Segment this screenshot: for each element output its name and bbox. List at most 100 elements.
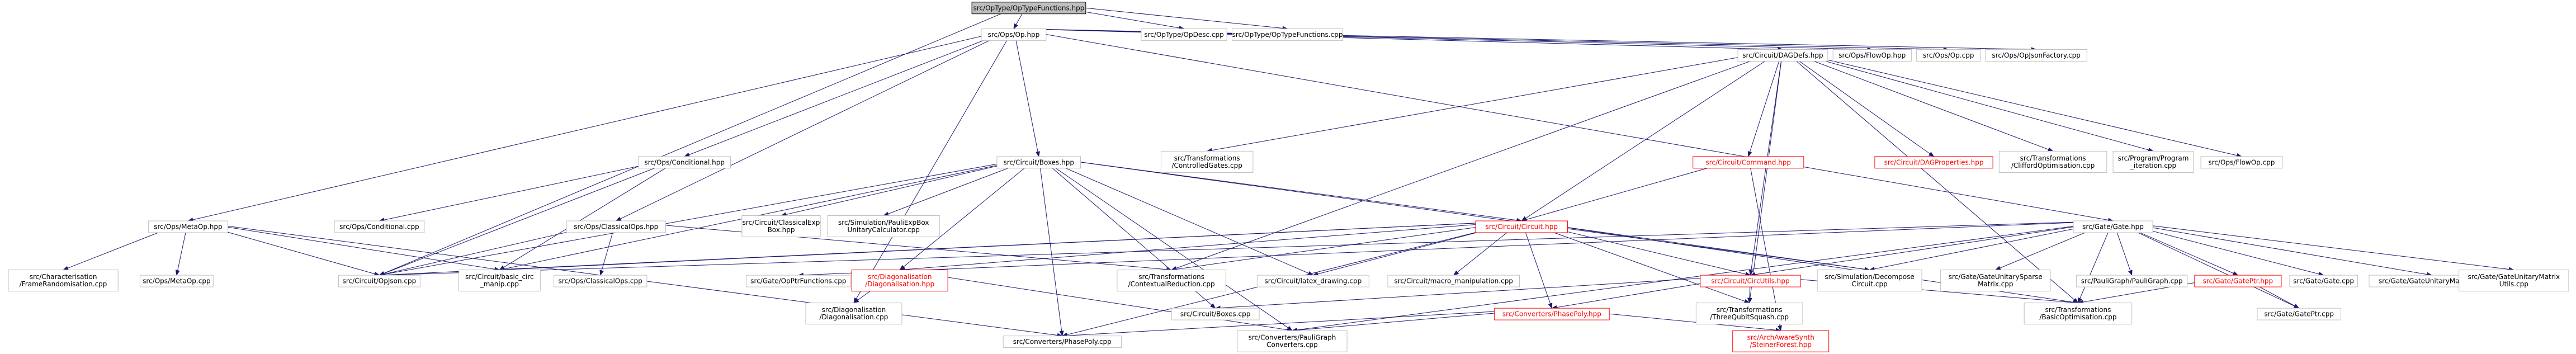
node-box: [1700, 275, 1801, 287]
graph-node-three-qubit[interactable]: src/Transformations/ThreeQubitSquash.cpp: [1695, 303, 1803, 325]
node-box: [2200, 156, 2283, 169]
edge-gate-to-opptrfunctions: [797, 220, 2114, 277]
graph-node-steiner[interactable]: src/ArchAwareSynth/SteinerForest.hpp: [1732, 330, 1830, 352]
node-box: [1916, 49, 1981, 62]
node-label: src/Ops/ClassicalOps.cpp: [559, 277, 642, 285]
node-label: src/Converters/PhasePoly.hpp: [1502, 310, 1601, 318]
node-box: [1475, 220, 1568, 233]
edge-classicalops-to-ctx_reduction: [616, 220, 1173, 272]
graph-node-metaop-cpp[interactable]: src/Ops/MetaOp.cpp: [139, 275, 214, 287]
edge-gate-to-gate_unitary_utils: [2112, 220, 2514, 272]
edge-circuit-to-sim_decompose: [1521, 220, 1870, 272]
edge-ops_op-to-diag_cpp: [853, 29, 1014, 304]
graph-node-gateptr-hpp[interactable]: src/Gate/GatePtr.hpp: [2194, 275, 2282, 287]
graph-node-metaop[interactable]: src/Ops/MetaOp.hpp: [148, 220, 228, 233]
graph-node-cliffordopt[interactable]: src/Transformations/CliffordOptimisation…: [1998, 150, 2107, 173]
graph-node-opjsonfactory[interactable]: src/Ops/OpJsonFactory.cpp: [1985, 49, 2087, 62]
edge-circuit-to-phasepoly_hpp: [1521, 220, 1553, 309]
graph-node-gateptr-cpp[interactable]: src/Gate/GatePtr.cpp: [2257, 308, 2341, 320]
graph-node-op-cpp[interactable]: src/Ops/Op.cpp: [1916, 49, 1981, 62]
graph-node-diag-hpp[interactable]: src/Diagonalisation/Diagonalisation.hpp: [851, 270, 948, 292]
graph-node-transf-ctrl[interactable]: src/Transformations/ControlledGates.cpp: [1160, 150, 1254, 173]
node-label: src/Circuit/basic_circ: [465, 273, 534, 281]
graph-node-program-iter[interactable]: src/Program/Program_iteration.cpp: [2112, 150, 2194, 173]
graph-node-macro-manip[interactable]: src/Circuit/macro_manipulation.cpp: [1387, 275, 1520, 287]
node-box: [139, 275, 214, 287]
node-box: [638, 156, 731, 169]
node-label: src/Ops/Op.cpp: [1923, 51, 1974, 59]
graph-node-pauligraph[interactable]: src/PauliGraph/PauliGraph.cpp: [2076, 275, 2188, 287]
graph-node-gate-cpp[interactable]: src/Gate/Gate.cpp: [2289, 275, 2358, 287]
node-box: [2459, 270, 2569, 292]
graph-node-gate[interactable]: src/Gate/Gate.hpp: [2073, 220, 2153, 233]
graph-node-optypedesc[interactable]: src/OpType/OpDesc.cpp: [1141, 28, 1227, 41]
node-label: src/Diagonalisation: [868, 273, 932, 281]
edge-dagdefs-to-circuit: [1521, 49, 1783, 221]
edge-dagdefs-to-flowop_cpp: [1783, 49, 2242, 158]
node-box: [1256, 275, 1369, 287]
edge-command-to-steiner: [1748, 156, 1783, 332]
graph-node-boxes-cpp[interactable]: src/Circuit/Boxes.cpp: [1171, 308, 1260, 320]
graph-node-char-frame[interactable]: src/Characterisation/FrameRandomisation.…: [8, 270, 119, 292]
graph-node-conditional-cpp[interactable]: src/Ops/Conditional.cpp: [334, 220, 425, 233]
edge-conditional-to-conditional_cpp: [379, 156, 685, 223]
node-label: src/Circuit/latex_drawing.cpp: [1264, 277, 1362, 285]
graph-node-basic-opt[interactable]: src/Transformations/BasicOptimisation.cp…: [2024, 303, 2133, 325]
edge-boxes-to-sim_decompose: [1038, 156, 1870, 272]
graph-node-dagdefs[interactable]: src/Circuit/DAGDefs.hpp: [1737, 49, 1828, 62]
node-box: [1141, 28, 1227, 41]
graph-node-root[interactable]: src/OpType/OpTypeFunctions.hpp: [971, 2, 1086, 15]
graph-node-flowop-cpp[interactable]: src/Ops/FlowOp.cpp: [2200, 156, 2283, 169]
graph-node-boxes[interactable]: src/Circuit/Boxes.hpp: [996, 156, 1081, 169]
graph-node-optypefunc-cpp[interactable]: src/OpType/OpTypeFunctions.cpp: [1232, 28, 1344, 41]
graph-node-latex-drawing[interactable]: src/Circuit/latex_drawing.cpp: [1256, 275, 1369, 287]
node-box: [1232, 28, 1344, 41]
graph-node-diag-cpp[interactable]: src/Diagonalisation/Diagonalisation.cpp: [805, 303, 902, 325]
edge-dagdefs-to-basic_opt: [1783, 49, 2079, 304]
graph-node-circuit[interactable]: src/Circuit/Circuit.hpp: [1475, 220, 1568, 233]
graph-node-command[interactable]: src/Circuit/Command.hpp: [1693, 156, 1804, 169]
node-label: src/Gate/Gate.hpp: [2082, 223, 2144, 231]
graph-node-classicalops[interactable]: src/Ops/ClassicalOps.hpp: [566, 220, 667, 233]
node-box: [1387, 275, 1520, 287]
node-label: /Diagonalisation.cpp: [820, 313, 888, 321]
node-label: /SteinerForest.hpp: [1750, 341, 1811, 349]
node-label: src/Ops/Conditional.cpp: [339, 223, 419, 231]
graph-node-basic-circ[interactable]: src/Circuit/basic_circ_manip.cpp: [458, 270, 541, 292]
node-label: src/Ops/Conditional.hpp: [644, 158, 725, 166]
edge-dagdefs-to-ctx_reduction: [1171, 49, 1783, 271]
node-label: src/OpType/OpTypeFunctions.hpp: [973, 4, 1085, 12]
edge-ops_op-to-classicalops: [615, 28, 1014, 221]
node-box: [1732, 330, 1830, 352]
node-label: src/OpType/OpDesc.cpp: [1144, 31, 1223, 39]
graph-node-dagprops[interactable]: src/Circuit/DAGProperties.hpp: [1874, 156, 1993, 169]
graph-node-flowop[interactable]: src/Ops/FlowOp.hpp: [1832, 49, 1912, 62]
graph-node-phasepoly-cpp[interactable]: src/Converters/PhasePoly.cpp: [1003, 336, 1122, 348]
graph-node-ops-op[interactable]: src/Ops/Op.hpp: [981, 28, 1047, 41]
edge-circuit-to-basic_circ: [499, 220, 1522, 272]
node-box: [2076, 275, 2188, 287]
node-label: src/Gate/GateUnitarySparse: [1949, 273, 2043, 281]
edge-gate-to-opjson: [379, 220, 2114, 277]
graph-node-opptrfunctions[interactable]: src/Gate/OpPtrFunctions.cpp: [745, 275, 851, 287]
edge-boxes-to-diag_hpp: [899, 156, 1039, 271]
graph-node-pauliexpbox[interactable]: src/Simulation/PauliExpBoxUnitaryCalcula…: [827, 215, 940, 238]
node-box: [338, 275, 420, 287]
node-label: /ThreeQubitSquash.cpp: [1710, 313, 1789, 321]
graph-node-ctx-reduction[interactable]: src/Transformations/ContextualReduction.…: [1117, 270, 1226, 292]
edge-gate-to-sim_decompose: [1869, 220, 2114, 271]
graph-node-opjson[interactable]: src/Circuit/OpJson.cpp: [338, 275, 420, 287]
graph-node-circutils[interactable]: src/Circuit/CircUtils.hpp: [1700, 275, 1801, 287]
graph-node-classicalops-cpp[interactable]: src/Ops/ClassicalOps.cpp: [554, 275, 647, 287]
node-label: src/Circuit/DAGProperties.hpp: [1884, 158, 1984, 166]
graph-node-phasepoly-hpp[interactable]: src/Converters/PhasePoly.hpp: [1494, 308, 1610, 320]
graph-node-conditional[interactable]: src/Ops/Conditional.hpp: [638, 156, 731, 169]
node-box: [566, 220, 667, 233]
node-label: src/Ops/MetaOp.cpp: [143, 277, 210, 285]
